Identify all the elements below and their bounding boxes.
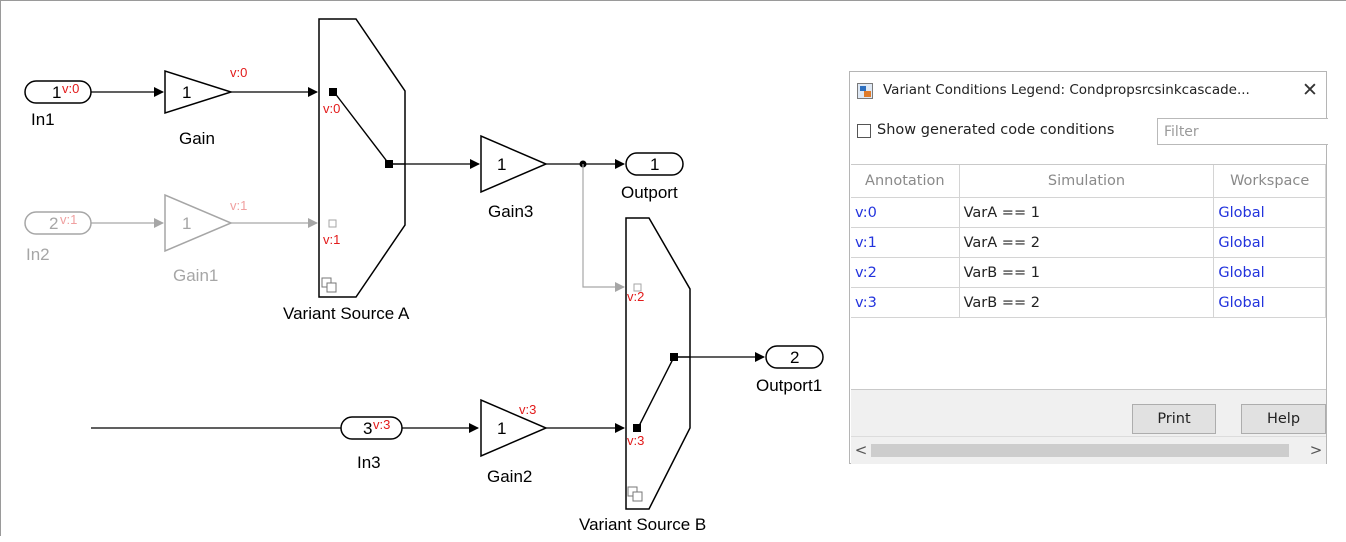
outport-number: 2 [790, 348, 799, 367]
table-row[interactable]: v:1 VarA == 2 Global [851, 227, 1326, 258]
inport-number: 3 [363, 419, 372, 438]
gain-block[interactable]: 1 v:0 Gain [164, 65, 247, 148]
gain-value: 1 [182, 83, 191, 102]
inport-number: 2 [49, 214, 58, 233]
outport-label: Outport1 [756, 376, 822, 395]
variant-source-label: Variant Source A [283, 304, 410, 323]
variant-source-label: Variant Source B [579, 515, 706, 534]
workspace-link[interactable]: Global [1213, 227, 1326, 258]
gain-value: 1 [182, 214, 191, 233]
annotation-link[interactable]: v:0 [851, 197, 960, 228]
output-port-marker [385, 160, 393, 168]
gain-label: Gain3 [488, 202, 533, 221]
variant-tag: v:2 [627, 289, 644, 304]
variant-source-b[interactable]: v:2 v:3 Variant Source B [579, 217, 706, 534]
variant-tag: v:3 [373, 417, 390, 432]
legend-title: Variant Conditions Legend: Condpropsrcsi… [883, 82, 1250, 98]
annotation-link[interactable]: v:1 [851, 227, 960, 258]
column-header-simulation[interactable]: Simulation [959, 165, 1215, 198]
filter-input[interactable] [1157, 118, 1328, 145]
gain-value: 1 [497, 155, 506, 174]
gain3-block[interactable]: 1 Gain3 [480, 134, 548, 221]
gain-label: Gain1 [173, 266, 218, 285]
outport-number: 1 [650, 155, 659, 174]
inport-number: 1 [52, 83, 61, 102]
scroll-left-icon[interactable]: < [854, 441, 868, 459]
variant-tag: v:1 [323, 232, 340, 247]
show-generated-code-checkbox[interactable] [857, 124, 871, 138]
variant-tag: v:1 [60, 212, 77, 227]
gain-label: Gain [179, 129, 215, 148]
variant-tag: v:1 [230, 198, 247, 213]
outport-1[interactable]: 1 Outport [621, 152, 684, 202]
gain1-block[interactable]: 1 v:1 Gain1 [164, 193, 247, 285]
active-port-marker [633, 424, 641, 432]
annotation-link[interactable]: v:2 [851, 257, 960, 288]
inport-label: In3 [357, 453, 381, 472]
show-generated-code-label[interactable]: Show generated code conditions [877, 122, 1115, 138]
active-port-marker [329, 88, 337, 96]
help-button[interactable]: Help [1241, 404, 1326, 434]
table-row[interactable]: v:2 VarB == 1 Global [851, 257, 1326, 288]
outport-label: Outport [621, 183, 678, 202]
output-port-marker [670, 353, 678, 361]
close-icon[interactable]: ✕ [1302, 79, 1318, 101]
variant-tag: v:0 [62, 81, 79, 96]
horizontal-scrollbar[interactable]: < > [851, 436, 1326, 464]
app-icon [857, 83, 873, 99]
scroll-right-icon[interactable]: > [1309, 441, 1323, 459]
variant-conditions-legend-window: Variant Conditions Legend: Condpropsrcsi… [849, 71, 1328, 464]
signal-line[interactable] [582, 164, 625, 292]
simulation-condition: VarA == 1 [959, 197, 1215, 228]
scrollbar-thumb[interactable] [871, 444, 1289, 457]
gain-label: Gain2 [487, 467, 532, 486]
variant-tag: v:3 [519, 402, 536, 417]
legend-title-bar[interactable]: Variant Conditions Legend: Condpropsrcsi… [850, 72, 1326, 110]
table-row[interactable]: v:0 VarA == 1 Global [851, 197, 1326, 228]
print-button[interactable]: Print [1132, 404, 1216, 434]
inport-in3[interactable]: 3 v:3 In3 [340, 416, 403, 472]
column-header-annotation[interactable]: Annotation [851, 165, 960, 198]
simulation-condition: VarB == 1 [959, 257, 1215, 288]
variant-icon [627, 486, 643, 502]
inport-label: In2 [26, 245, 50, 264]
workspace-link[interactable]: Global [1213, 287, 1326, 318]
gain2-block[interactable]: 1 v:3 Gain2 [480, 398, 548, 486]
inactive-port-marker [328, 219, 337, 228]
table-row[interactable]: v:3 VarB == 2 Global [851, 287, 1326, 318]
variant-tag: v:0 [323, 101, 340, 116]
inport-label: In1 [31, 110, 55, 129]
annotation-link[interactable]: v:3 [851, 287, 960, 318]
simulation-condition: VarA == 2 [959, 227, 1215, 258]
legend-button-bar: Print Help [851, 390, 1326, 436]
inport-in2[interactable]: 2 v:1 In2 [24, 211, 92, 264]
column-header-workspace[interactable]: Workspace [1213, 165, 1326, 198]
table-header-row: Annotation Simulation Workspace [851, 165, 1326, 198]
workspace-link[interactable]: Global [1213, 197, 1326, 228]
conditions-table: Annotation Simulation Workspace v:0 VarA… [851, 164, 1326, 390]
workspace-link[interactable]: Global [1213, 257, 1326, 288]
simulation-condition: VarB == 2 [959, 287, 1215, 318]
inport-in1[interactable]: 1 v:0 In1 [24, 80, 92, 129]
variant-icon [321, 277, 337, 293]
variant-tag: v:0 [230, 65, 247, 80]
outport-2[interactable]: 2 Outport1 [756, 345, 824, 395]
gain-value: 1 [497, 419, 506, 438]
inactive-port-marker [633, 283, 642, 292]
variant-source-a[interactable]: v:0 v:1 Variant Source A [283, 18, 410, 323]
variant-tag: v:3 [627, 433, 644, 448]
